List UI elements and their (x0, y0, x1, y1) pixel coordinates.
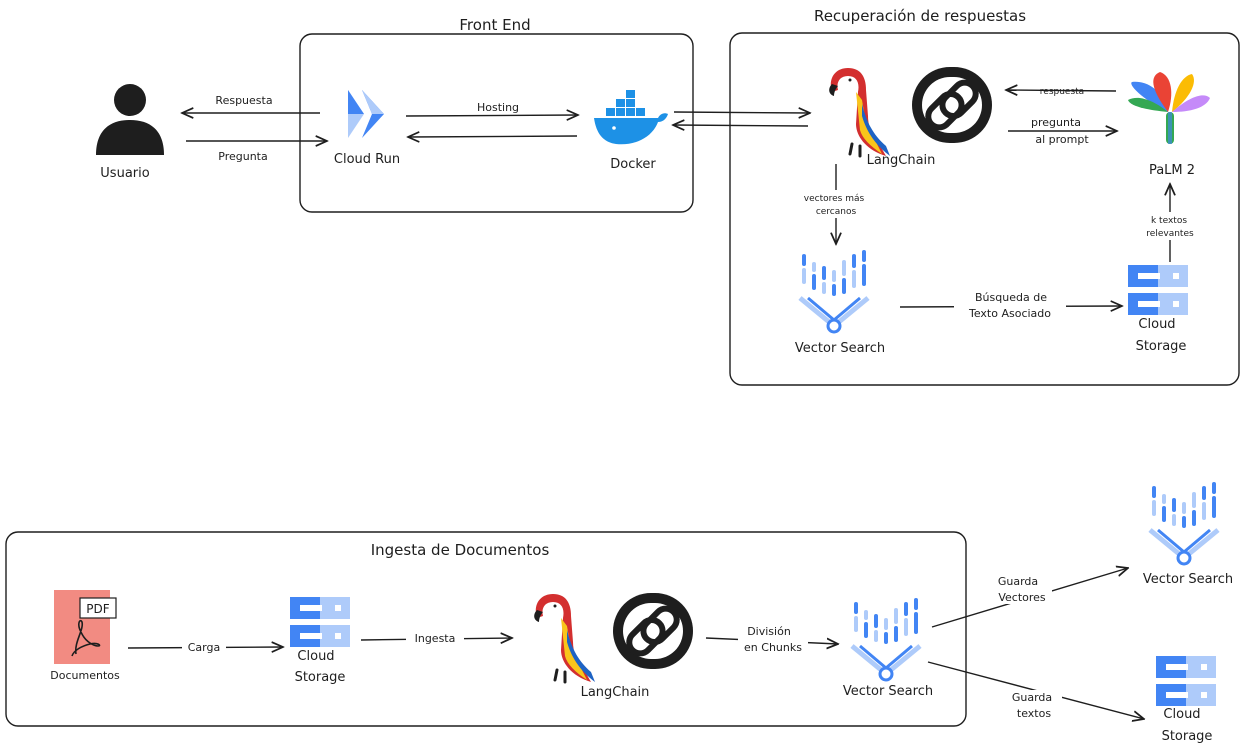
pdf-icon: PDF (54, 590, 117, 664)
edge-k-textos-label-2: relevantes (1146, 229, 1194, 239)
edge-docker-cloudrun (408, 136, 578, 137)
cloud-storage-top-label-1: Cloud (1138, 317, 1175, 332)
edge-pregunta-usuario-label: Pregunta (218, 150, 267, 163)
frame-recuperacion (729, 32, 1240, 386)
vector-search-icon (800, 252, 868, 332)
chain-link-icon (912, 67, 992, 143)
frame-front-end-title: Front End (459, 16, 530, 34)
edge-hosting-label: Hosting (477, 101, 519, 114)
edge-vectores-cercanos-label-2: cercanos (816, 207, 857, 217)
palm2-label: PaLM 2 (1149, 163, 1195, 178)
edge-docker-langchain (673, 112, 810, 113)
langchain-bottom-label: LangChain (581, 685, 650, 700)
cloud-storage-mid-label-1: Cloud (297, 649, 334, 664)
documentos-label: Documentos (50, 669, 120, 682)
edge-guarda-textos-label-1: Guarda (1012, 691, 1052, 704)
edge-division-label-2: en Chunks (744, 641, 802, 654)
frame-ingesta (5, 531, 967, 727)
vector-search-icon (852, 600, 920, 680)
edge-pregunta-prompt-label-2: al prompt (1035, 133, 1089, 146)
edge-guarda-vectores-label-2: Vectores (998, 591, 1046, 604)
frame-front-end (299, 33, 694, 213)
cloud-storage-icon (1156, 656, 1216, 706)
palm-icon (1128, 72, 1210, 144)
cloud-storage-icon (290, 597, 350, 647)
edge-busqueda-label-1: Búsqueda de (975, 291, 1047, 304)
edge-division-label-1: División (747, 625, 791, 638)
langchain-top-label: LangChain (867, 153, 936, 168)
edge-langchain-docker (673, 125, 809, 126)
parrot-icon (827, 66, 892, 158)
docker-label: Docker (610, 157, 656, 172)
edge-respuesta-usuario-label: Respuesta (215, 94, 272, 107)
edge-carga-label: Carga (188, 641, 220, 654)
vector-search-icon (1150, 484, 1218, 564)
edge-k-textos-label-1: k textos (1151, 216, 1187, 226)
cloud-storage-mid-label-2: Storage (295, 670, 346, 685)
vector-search-right-label: Vector Search (1143, 572, 1233, 587)
user-icon (96, 84, 164, 155)
edge-ingesta-label: Ingesta (415, 632, 456, 645)
chain-link-icon (613, 593, 693, 669)
vector-search-mid-label: Vector Search (843, 684, 933, 699)
cloud-storage-icon (1128, 265, 1188, 315)
edge-guarda-textos-label-2: textos (1017, 707, 1051, 720)
frame-ingesta-title: Ingesta de Documentos (371, 541, 550, 559)
edge-hosting (405, 115, 578, 116)
edge-vectores-cercanos-label-1: vectores más (804, 194, 865, 204)
cloud-run-icon (348, 90, 384, 138)
cloud-storage-right-label-2: Storage (1162, 729, 1213, 744)
cloud-storage-top-label-2: Storage (1136, 339, 1187, 354)
parrot-icon (532, 592, 597, 684)
frame-recuperacion-title: Recuperación de respuestas (814, 7, 1026, 25)
edge-respuesta-palm (1006, 90, 1117, 91)
vector-search-top-label: Vector Search (795, 341, 885, 356)
edge-pregunta-prompt-label-1: pregunta (1031, 116, 1081, 129)
docker-icon (594, 90, 668, 145)
edge-respuesta-palm-label: respuesta (1040, 87, 1084, 97)
cloud-storage-right-label-1: Cloud (1163, 707, 1200, 722)
edge-guarda-vectores-label-1: Guarda (998, 575, 1038, 588)
usuario-label: Usuario (100, 166, 149, 181)
pdf-tag: PDF (86, 602, 109, 616)
edge-busqueda-label-2: Texto Asociado (968, 307, 1051, 320)
cloud-run-label: Cloud Run (334, 152, 400, 167)
